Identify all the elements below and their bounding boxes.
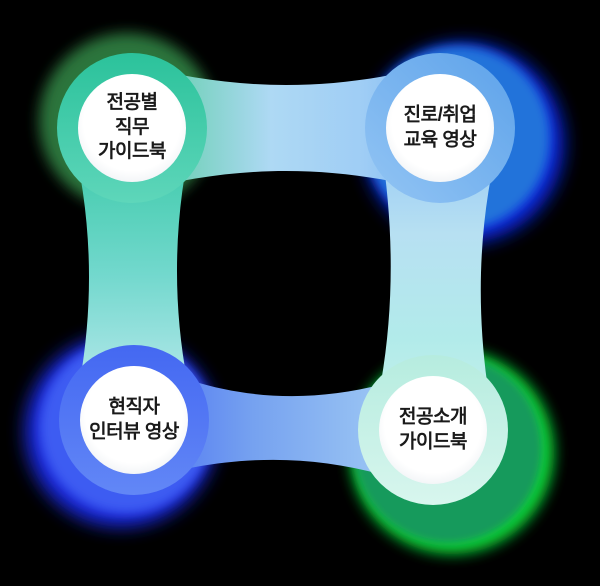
node-label-bottom-right: 전공소개 가이드북 [399,405,467,454]
node-label-top-right: 진로/취업 교육 영상 [404,103,477,152]
connector-bottom [134,358,433,492]
node-label-line: 현직자 [108,396,160,418]
node-face-top-right [386,74,494,182]
node-faces [78,74,494,484]
node-face-top-left [78,74,186,182]
node-label-line: 가이드북 [98,141,166,163]
connector-bands [70,64,502,492]
node-label-bottom-left: 현직자 인터뷰 영상 [89,395,179,444]
node-label-line: 진로/취업 [403,104,477,126]
connector-left [70,128,196,420]
node-face-bottom-right [379,376,487,484]
node-label-top-left: 전공별 직무 가이드북 [98,91,166,165]
connector-top [132,64,440,192]
node-label-line: 가이드북 [399,431,467,452]
node-label-line: 인터뷰 영상 [89,421,179,442]
node-label-line: 전공별 [106,91,158,113]
connector-right [371,128,502,430]
node-label-line: 전공소개 [399,406,467,428]
node-face-bottom-left [80,366,188,474]
node-label-line: 직무 [115,116,149,138]
node-label-line: 교육 영상 [403,129,477,150]
